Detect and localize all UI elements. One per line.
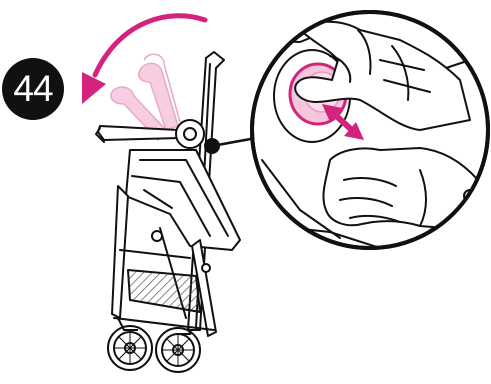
curved-arrow-icon (82, 16, 205, 104)
rear-wheel (108, 326, 152, 370)
step-number-badge: 44 (2, 58, 64, 120)
step-number: 44 (13, 68, 52, 110)
zoom-detail (252, 12, 488, 248)
callout-pointer (204, 138, 256, 154)
